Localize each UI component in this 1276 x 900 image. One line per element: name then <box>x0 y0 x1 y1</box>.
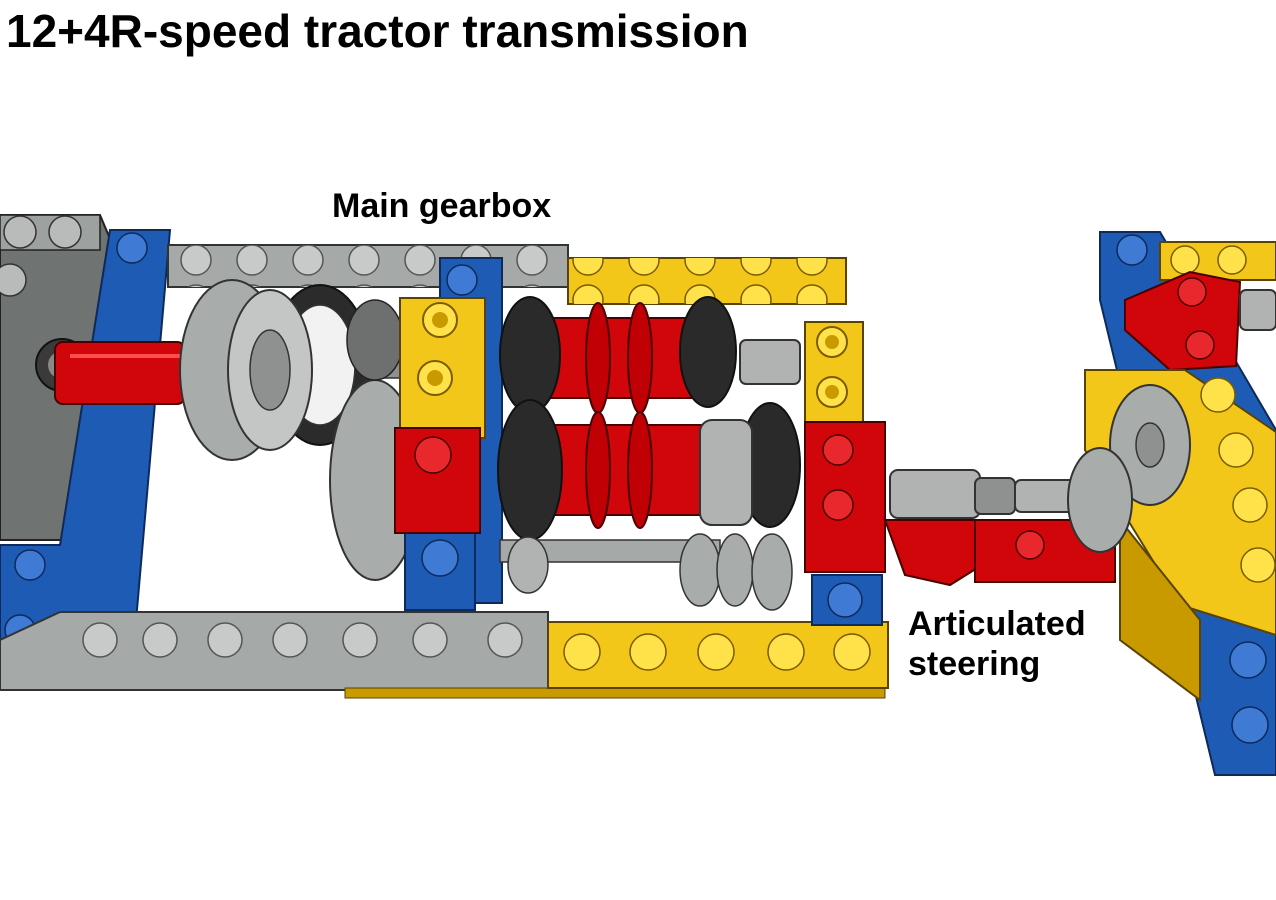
articulated-steering-label: Articulated steering <box>908 604 1086 684</box>
top-yellow-beam <box>567 257 847 305</box>
left-red-block <box>394 427 481 534</box>
articulated-steering-label-line2: steering <box>908 645 1041 683</box>
right-red-block <box>804 421 886 573</box>
gearbox-gray-parts <box>499 339 801 611</box>
right-yellow-block <box>804 321 864 423</box>
black-gears <box>497 296 801 541</box>
red-gear-shafts <box>519 302 721 529</box>
bottom-gray-beam <box>0 611 549 691</box>
bottom-yellow-beam <box>344 621 889 699</box>
left-yellow-block <box>399 297 486 439</box>
right-frame-assembly <box>1067 231 1276 776</box>
articulated-steering-label-line1: Articulated <box>908 605 1086 643</box>
main-gearbox-label: Main gearbox <box>332 187 552 225</box>
page-title: 12+4R-speed tractor transmission <box>6 5 749 57</box>
large-gray-gears <box>179 279 421 581</box>
